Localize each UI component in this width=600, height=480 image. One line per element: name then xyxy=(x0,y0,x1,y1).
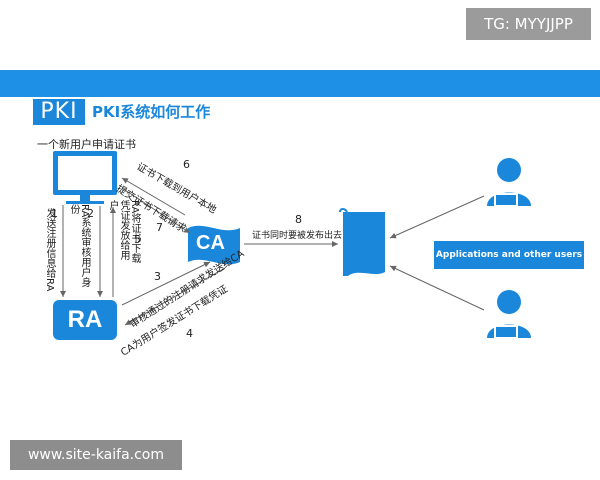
monitor-icon xyxy=(53,151,117,204)
arrow-doc-user-bottom xyxy=(389,265,485,311)
arrow-step-4 xyxy=(124,267,226,326)
ca-label: CA xyxy=(196,232,225,254)
arrow-step-6 xyxy=(121,177,186,216)
arrow-doc-user-top xyxy=(389,195,485,239)
document-scroll-icon xyxy=(339,208,385,276)
new-user-label: 一个新用户申请证书 xyxy=(37,138,136,151)
user-icon-top xyxy=(487,158,531,207)
page-title: PKI系统如何工作 xyxy=(92,103,211,121)
apps-users-box: Applications and other users xyxy=(434,241,584,269)
watermark-tg: TG: MYYJJPP xyxy=(466,8,591,40)
step-2-number: 2 xyxy=(87,207,94,220)
ra-box: RA xyxy=(53,300,117,340)
step-2-text: RA系统审核用户身份 xyxy=(68,204,90,288)
header-banner xyxy=(0,70,600,97)
arrow-step-3 xyxy=(121,261,211,306)
step-7-number: 7 xyxy=(156,221,163,234)
step-8-number: 8 xyxy=(295,213,302,226)
user-icon-bottom xyxy=(487,290,531,339)
step-5-number: 5 xyxy=(134,233,141,246)
step-5-text: RA将证书下载凭证发放给用户 xyxy=(107,200,140,264)
step-1-text: 发送注册信息给RA xyxy=(44,208,55,292)
step-6-number: 6 xyxy=(183,158,190,171)
pki-logo: PKI xyxy=(33,99,85,125)
watermark-site: www.site-kaifa.com xyxy=(10,440,182,470)
step-3-number: 3 xyxy=(154,270,161,283)
ca-shape-icon xyxy=(188,225,240,265)
arrow-step-7 xyxy=(121,187,191,234)
step-1-number: 1 xyxy=(51,207,58,220)
step-4-number: 4 xyxy=(186,327,193,340)
step-8-text: 证书同时要被发布出去 xyxy=(252,231,343,241)
